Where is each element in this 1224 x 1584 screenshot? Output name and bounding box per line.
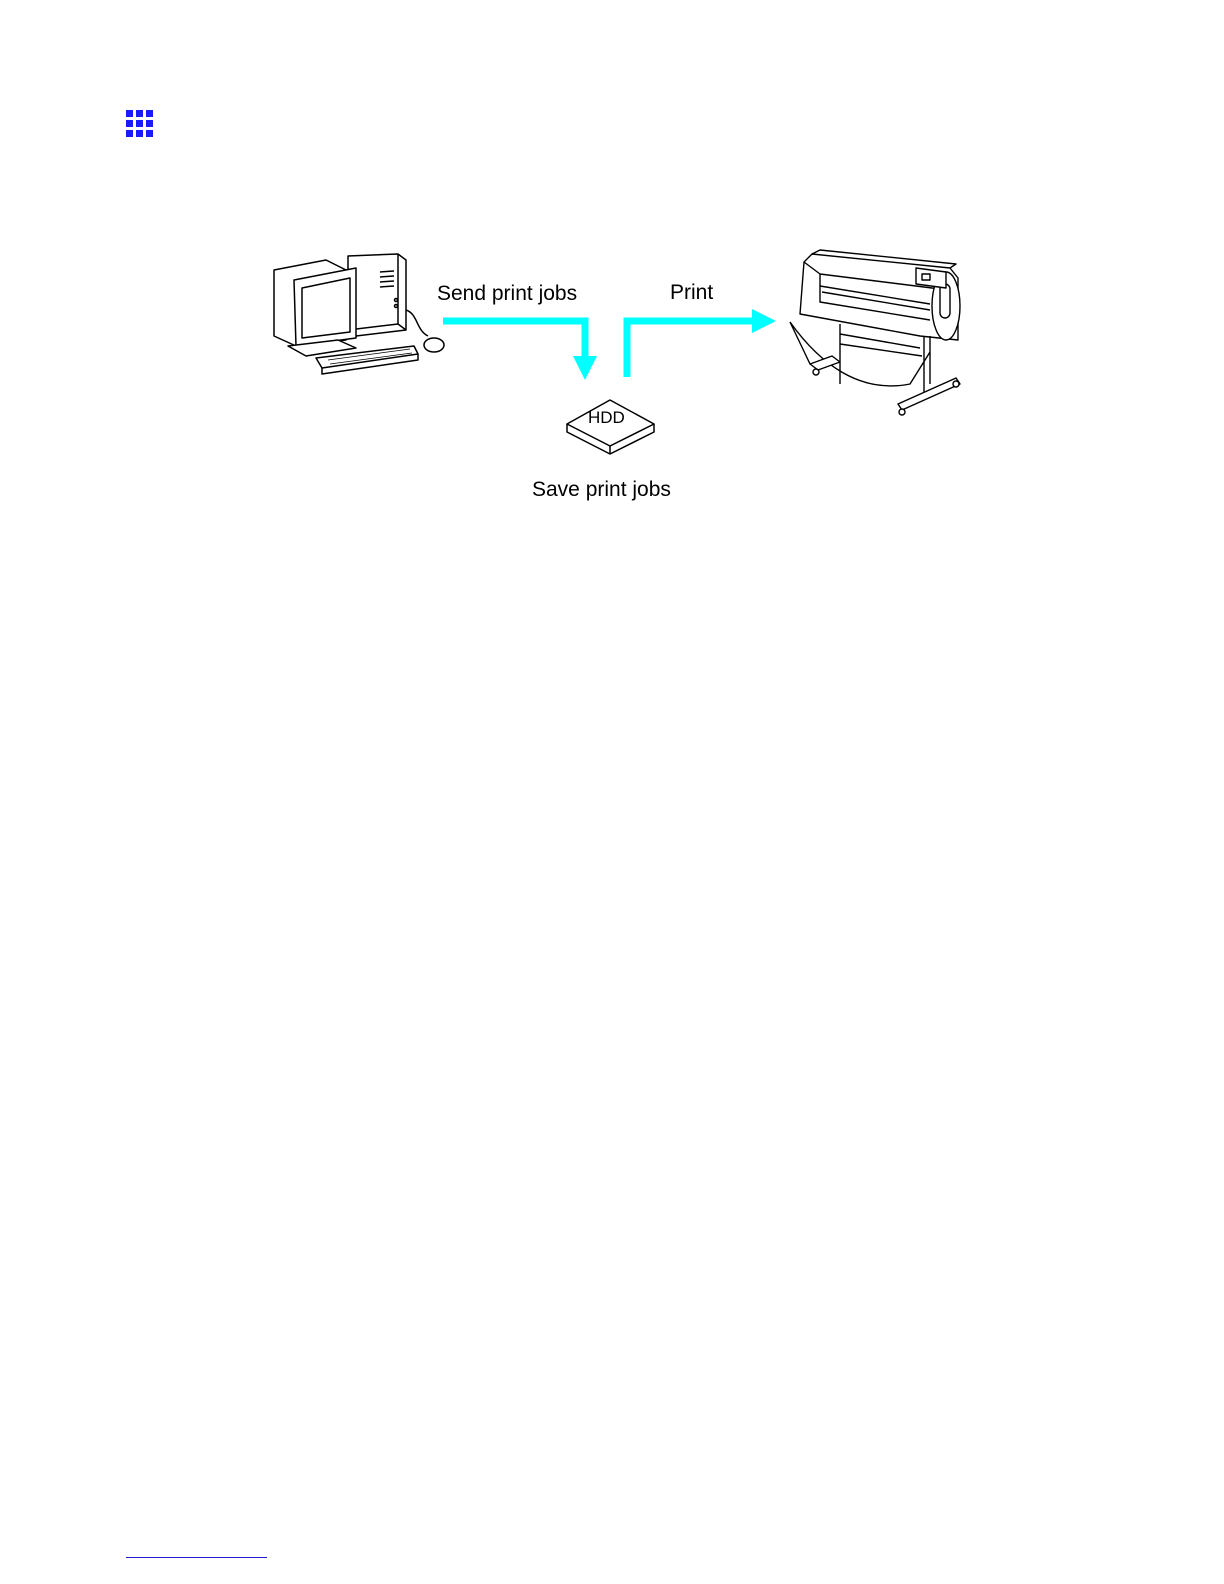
print-label: Print (670, 282, 713, 303)
print-arrow (620, 305, 780, 380)
desktop-computer-icon (268, 250, 448, 380)
send-print-jobs-label: Send print jobs (437, 283, 577, 304)
grid-icon (126, 110, 154, 138)
hdd-icon (564, 396, 658, 458)
hdd-label: HDD (588, 409, 625, 426)
send-arrow (440, 312, 600, 384)
large-format-printer-icon (780, 244, 965, 419)
save-print-jobs-label: Save print jobs (532, 479, 671, 500)
footer-rule (126, 1557, 267, 1558)
